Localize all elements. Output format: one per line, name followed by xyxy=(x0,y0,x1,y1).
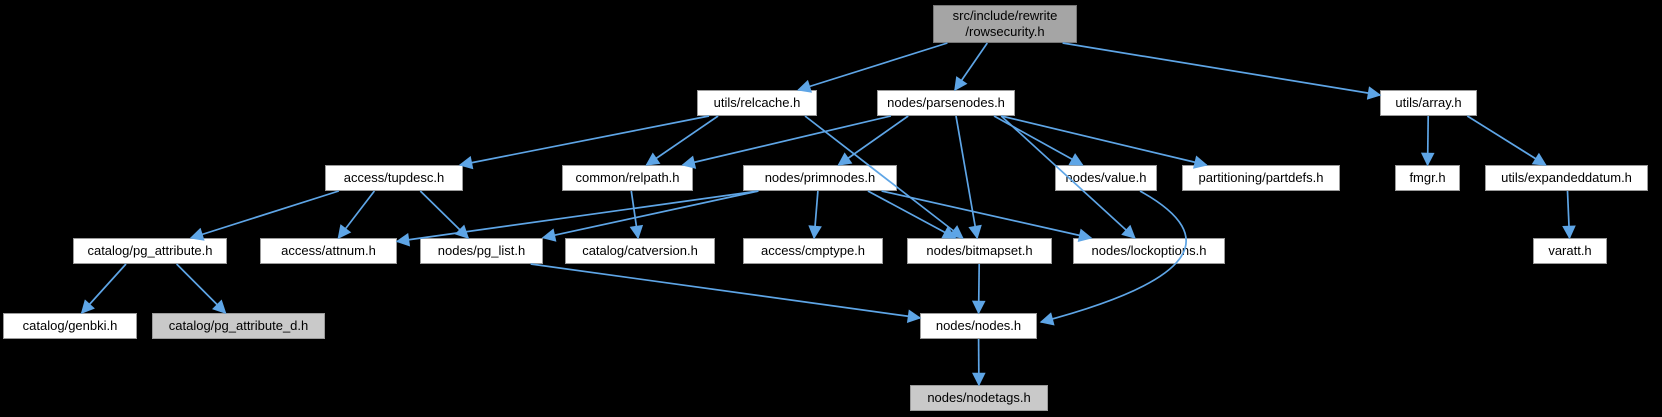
edge-rowsecurity-to-relcache xyxy=(797,42,948,93)
graph-node-varatt[interactable]: varatt.h xyxy=(1533,238,1607,264)
graph-node-attnum[interactable]: access/attnum.h xyxy=(260,238,397,264)
edge-primnodes-to-lockoptions xyxy=(881,190,1093,242)
graph-node-label: nodes/bitmapset.h xyxy=(926,242,1033,258)
edge-primnodes-to-attnum xyxy=(395,190,759,247)
edge-primnodes-to-pg_list xyxy=(541,190,759,242)
edge-parsenodes-to-bitmapset xyxy=(955,115,982,240)
graph-node-fmgr[interactable]: fmgr.h xyxy=(1395,165,1460,191)
graph-node-label: nodes/primnodes.h xyxy=(764,169,876,185)
edge-expandeddatum-to-varatt xyxy=(1562,190,1576,240)
graph-node-label: access/attnum.h xyxy=(281,242,376,258)
edge-pg_attribute-to-genbki xyxy=(80,263,127,315)
graph-node-label: catalog/pg_attribute.h xyxy=(87,242,213,258)
edge-relpath-to-catversion xyxy=(629,190,644,240)
graph-node-label: utils/array.h xyxy=(1395,94,1462,110)
edge-primnodes-to-bitmapset xyxy=(867,190,957,239)
graph-node-label: src/include/rewrite /rowsecurity.h xyxy=(952,7,1058,39)
graph-node-pg_attribute_d[interactable]: catalog/pg_attribute_d.h xyxy=(152,313,325,339)
graph-node-label: nodes/parsenodes.h xyxy=(887,94,1005,110)
graph-node-value[interactable]: nodes/value.h xyxy=(1055,165,1157,191)
graph-node-label: common/relpath.h xyxy=(575,169,680,185)
edge-parsenodes-to-primnodes xyxy=(837,115,909,166)
edge-array-to-expandeddatum xyxy=(1466,115,1547,166)
edge-tupdesc-to-pg_list xyxy=(419,190,470,239)
edge-primnodes-to-cmptype xyxy=(808,190,822,240)
edge-rowsecurity-to-parsenodes xyxy=(954,42,988,92)
graph-node-nodetags[interactable]: nodes/nodetags.h xyxy=(910,385,1048,411)
graph-node-array[interactable]: utils/array.h xyxy=(1380,90,1477,116)
graph-node-label: nodes/nodetags.h xyxy=(927,389,1031,405)
graph-node-label: fmgr.h xyxy=(1409,169,1446,185)
edge-parsenodes-to-relpath xyxy=(681,115,891,169)
graph-node-catversion[interactable]: catalog/catversion.h xyxy=(565,238,715,264)
edge-relcache-to-tupdesc xyxy=(458,115,710,170)
edge-parsenodes-to-partdefs xyxy=(1001,115,1208,169)
edge-bitmapset-to-nodes xyxy=(971,263,986,315)
edge-relcache-to-relpath xyxy=(645,115,719,166)
graph-node-parsenodes[interactable]: nodes/parsenodes.h xyxy=(877,90,1015,116)
graph-node-label: nodes/pg_list.h xyxy=(437,242,526,258)
edge-pg_list-to-nodes xyxy=(530,263,922,323)
edge-tupdesc-to-pg_attribute xyxy=(189,190,340,241)
graph-node-partdefs[interactable]: partitioning/partdefs.h xyxy=(1182,165,1340,191)
edge-parsenodes-to-value xyxy=(993,115,1084,166)
graph-node-pg_list[interactable]: nodes/pg_list.h xyxy=(420,238,543,264)
graph-node-bitmapset[interactable]: nodes/bitmapset.h xyxy=(907,238,1052,264)
graph-node-expandeddatum[interactable]: utils/expandeddatum.h xyxy=(1485,165,1648,191)
graph-node-label: nodes/value.h xyxy=(1065,169,1147,185)
graph-node-rowsecurity[interactable]: src/include/rewrite /rowsecurity.h xyxy=(933,5,1077,43)
graph-node-genbki[interactable]: catalog/genbki.h xyxy=(3,313,137,339)
graph-node-label: nodes/nodes.h xyxy=(935,317,1022,333)
graph-node-nodes[interactable]: nodes/nodes.h xyxy=(920,313,1037,339)
graph-node-label: varatt.h xyxy=(1548,242,1592,258)
graph-node-pg_attribute[interactable]: catalog/pg_attribute.h xyxy=(73,238,227,264)
graph-node-relcache[interactable]: utils/relcache.h xyxy=(697,90,817,116)
graph-node-label: catalog/genbki.h xyxy=(22,317,118,333)
graph-node-label: catalog/pg_attribute_d.h xyxy=(168,317,309,333)
edge-rowsecurity-to-array xyxy=(1062,42,1382,100)
graph-node-cmptype[interactable]: access/cmptype.h xyxy=(743,238,883,264)
graph-node-tupdesc[interactable]: access/tupdesc.h xyxy=(325,165,463,191)
graph-node-label: utils/relcache.h xyxy=(713,94,801,110)
graph-node-lockoptions[interactable]: nodes/lockoptions.h xyxy=(1073,238,1225,264)
edge-tupdesc-to-attnum xyxy=(337,190,376,240)
graph-node-label: utils/expandeddatum.h xyxy=(1501,169,1632,185)
graph-node-relpath[interactable]: common/relpath.h xyxy=(562,165,693,191)
edge-array-to-fmgr xyxy=(1420,115,1435,167)
graph-node-primnodes[interactable]: nodes/primnodes.h xyxy=(743,165,897,191)
graph-node-label: access/tupdesc.h xyxy=(343,169,445,185)
edge-pg_attribute-to-pg_attribute_d xyxy=(175,263,227,314)
graph-node-label: access/cmptype.h xyxy=(760,242,866,258)
graph-node-label: partitioning/partdefs.h xyxy=(1198,169,1324,185)
graph-node-label: nodes/lockoptions.h xyxy=(1091,242,1207,258)
graph-node-label: catalog/catversion.h xyxy=(582,242,698,258)
